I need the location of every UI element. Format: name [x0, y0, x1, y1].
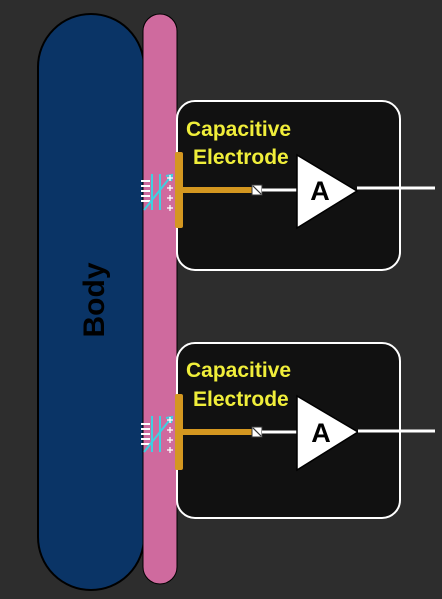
electrode-charges-positive [167, 175, 173, 211]
coupling-capacitor-symbol [143, 415, 174, 453]
amplifier-triangle [296, 394, 360, 472]
electrode-label-line1: Capacitive [186, 359, 291, 382]
body-label: Body [78, 262, 111, 337]
electrode-plate [175, 394, 183, 470]
skin-layer [142, 13, 178, 585]
coupling-capacitor-symbol [143, 173, 174, 211]
amplifier-triangle [296, 153, 359, 230]
electrode-plate [175, 152, 183, 228]
electrode-lead [181, 187, 253, 193]
skin-charges-negative [141, 423, 150, 445]
electrode-module: Capacitive Electrode A [141, 100, 435, 271]
electrode-module: Capacitive Electrode A [141, 342, 435, 519]
skin-charges-negative [141, 180, 150, 202]
electrode-charges-positive [167, 417, 173, 453]
electrode-label-line2: Electrode [193, 146, 289, 169]
electrode-lead [181, 429, 253, 435]
amplifier-label: A [310, 176, 330, 206]
connector-mark [252, 427, 262, 437]
electrode-label-line2: Electrode [193, 388, 289, 411]
connector-mark [252, 185, 262, 195]
amplifier-label: A [311, 418, 331, 448]
electrode-label-line1: Capacitive [186, 118, 291, 141]
